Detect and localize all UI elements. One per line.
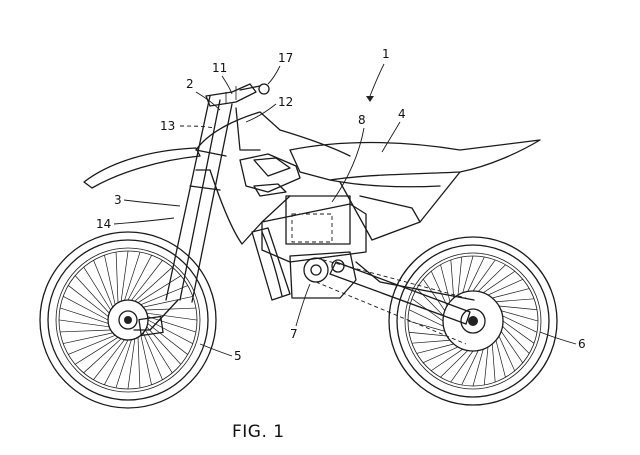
spoke bbox=[408, 331, 448, 337]
spoke bbox=[491, 343, 496, 383]
spoke bbox=[146, 312, 198, 321]
spoke bbox=[450, 259, 455, 299]
spoke bbox=[457, 256, 463, 296]
spoke bbox=[408, 309, 444, 327]
seat bbox=[289, 139, 541, 241]
front-fork bbox=[133, 95, 233, 337]
spoke bbox=[495, 298, 535, 303]
spoke bbox=[472, 349, 484, 387]
spoke bbox=[416, 288, 444, 317]
spoke bbox=[498, 305, 538, 311]
spoke bbox=[483, 270, 516, 294]
handlebar bbox=[205, 83, 270, 151]
spoke bbox=[430, 348, 463, 372]
spoke bbox=[147, 316, 197, 333]
reference-labels: 1 2 3 4 5 6 7 8 11 12 13 14 17 bbox=[96, 47, 586, 363]
rear-wheel-spokes bbox=[407, 255, 539, 387]
spoke bbox=[104, 339, 129, 385]
spoke bbox=[104, 255, 116, 305]
spoke bbox=[124, 251, 141, 301]
spoke bbox=[60, 329, 111, 333]
swingarm bbox=[315, 257, 475, 345]
spoke bbox=[120, 250, 129, 302]
spoke bbox=[498, 335, 516, 371]
ref-1: 1 bbox=[382, 47, 390, 61]
spoke bbox=[74, 337, 119, 365]
ref-4: 4 bbox=[398, 107, 406, 121]
spoke bbox=[147, 323, 188, 355]
ref-5: 5 bbox=[234, 349, 242, 363]
spoke bbox=[502, 325, 530, 354]
spoke bbox=[131, 260, 163, 301]
spoke bbox=[440, 350, 469, 378]
ref-8: 8 bbox=[358, 113, 366, 127]
spoke bbox=[472, 259, 496, 292]
figure-caption: FIG. 1 bbox=[232, 422, 285, 442]
spoke bbox=[137, 275, 182, 303]
spoke bbox=[467, 256, 485, 292]
spoke bbox=[63, 332, 113, 344]
front-wheel bbox=[39, 231, 217, 409]
ref-6: 6 bbox=[578, 337, 586, 351]
ref-3: 3 bbox=[114, 193, 122, 207]
front-wheel-spokes bbox=[58, 250, 198, 390]
front-fender bbox=[83, 147, 201, 189]
battery bbox=[261, 195, 367, 263]
spoke bbox=[140, 335, 152, 385]
spoke bbox=[487, 278, 523, 296]
spoke bbox=[145, 307, 196, 311]
spoke bbox=[115, 339, 132, 389]
spoke bbox=[495, 340, 506, 378]
ref-11: 11 bbox=[212, 61, 227, 75]
spoke bbox=[127, 255, 152, 301]
spoke bbox=[483, 346, 489, 386]
spoke bbox=[440, 264, 451, 302]
spoke bbox=[450, 350, 474, 383]
spoke bbox=[143, 296, 193, 308]
frame-body bbox=[195, 111, 351, 245]
spoke bbox=[83, 338, 122, 374]
spoke bbox=[93, 339, 125, 380]
spoke bbox=[140, 285, 188, 306]
spoke bbox=[68, 334, 116, 355]
spoke bbox=[502, 315, 538, 333]
spoke bbox=[423, 346, 459, 364]
spoke bbox=[137, 337, 141, 388]
spoke bbox=[63, 296, 109, 321]
ref-7: 7 bbox=[290, 327, 298, 341]
rear-wheel bbox=[388, 236, 558, 406]
ref-13: 13 bbox=[160, 119, 175, 133]
spoke bbox=[461, 350, 479, 386]
spoke bbox=[74, 275, 110, 314]
spoke bbox=[462, 255, 474, 293]
spoke bbox=[134, 266, 173, 302]
spoke bbox=[500, 331, 524, 364]
spoke bbox=[59, 307, 109, 324]
spoke bbox=[115, 252, 119, 303]
spoke bbox=[146, 326, 182, 365]
spoke bbox=[477, 264, 506, 292]
spoke bbox=[501, 310, 539, 322]
spoke bbox=[422, 278, 446, 311]
spoke bbox=[68, 285, 109, 317]
spoke bbox=[127, 338, 136, 390]
spoke bbox=[411, 339, 451, 344]
spoke bbox=[58, 319, 110, 328]
ref-17: 17 bbox=[278, 51, 293, 65]
spoke bbox=[83, 266, 111, 311]
ref-14: 14 bbox=[96, 217, 111, 231]
spoke bbox=[93, 260, 114, 308]
ref-12: 12 bbox=[278, 95, 293, 109]
spoke bbox=[416, 343, 454, 354]
spoke bbox=[492, 288, 530, 299]
spoke bbox=[142, 332, 163, 380]
ref-2: 2 bbox=[186, 77, 194, 91]
spoke bbox=[145, 329, 173, 374]
spoke bbox=[430, 271, 448, 307]
spoke bbox=[502, 320, 535, 344]
